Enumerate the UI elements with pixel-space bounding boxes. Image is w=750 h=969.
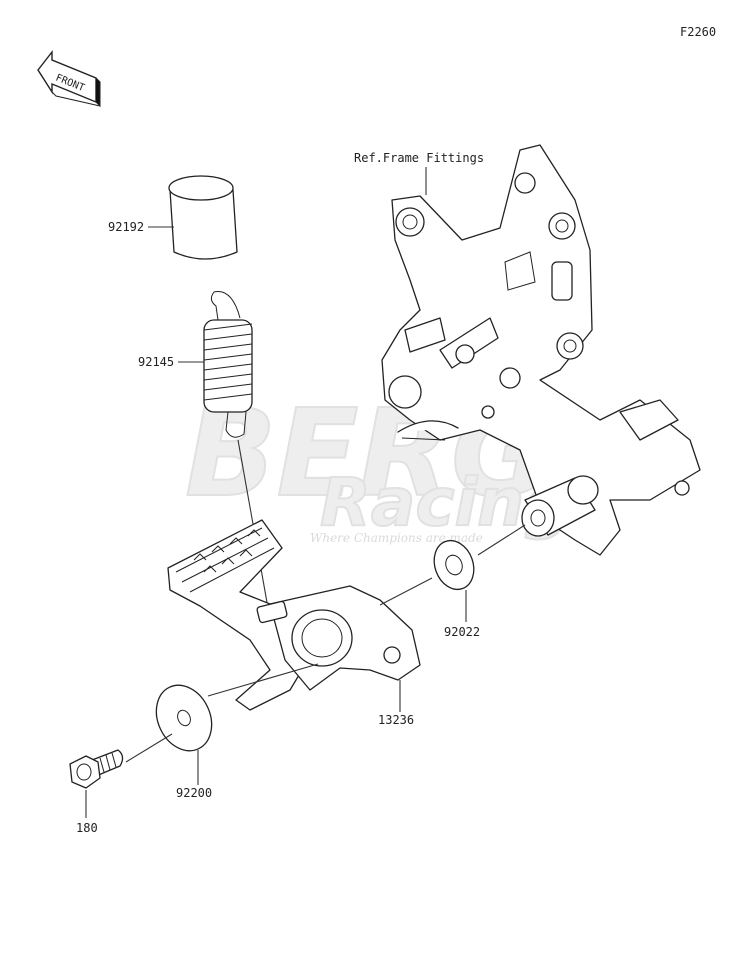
washer-large-part (155, 684, 213, 752)
front-arrow-icon: FRONT (37, 49, 101, 108)
spring-part (203, 291, 253, 438)
washer-shaft-part (433, 539, 475, 591)
bolt-part (69, 749, 124, 789)
figure-code: F2260 (680, 25, 716, 39)
shaft-axis-line-2 (477, 524, 526, 556)
part-number-collar: 92192 (108, 220, 144, 234)
watermark-tagline: Where Champions are made (310, 531, 483, 545)
part-number-brake-pedal: 13236 (378, 713, 414, 727)
part-number-spring: 92145 (138, 355, 174, 369)
shaft-axis-line-1 (379, 577, 433, 606)
pedal-axis-line (207, 663, 319, 697)
collar-part (168, 175, 238, 260)
part-number-washer-large: 92200 (176, 786, 212, 800)
part-number-bolt: 180 (76, 821, 98, 835)
bolt-axis-line (125, 733, 173, 763)
ref-frame-label: Ref.Frame Fittings (354, 151, 484, 165)
part-number-washer-shaft: 92022 (444, 625, 480, 639)
frame-fitting (381, 144, 701, 556)
brake-pedal-part (167, 519, 421, 711)
